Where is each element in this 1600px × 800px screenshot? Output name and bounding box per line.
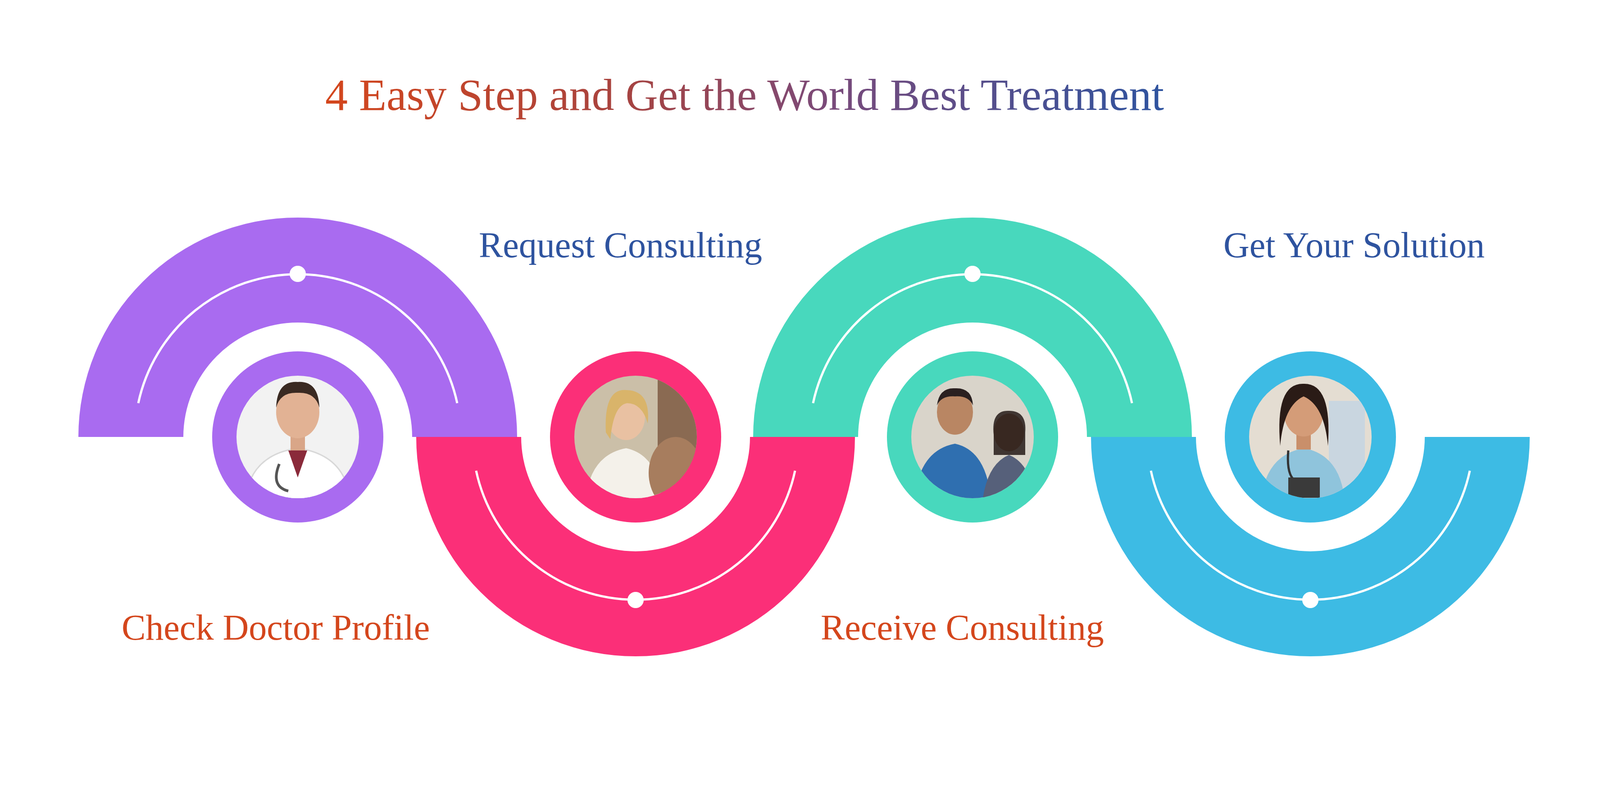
pink-band xyxy=(416,436,855,657)
nurse-photo xyxy=(909,373,1041,505)
arc-dots xyxy=(289,265,1319,609)
step-label: Check Doctor Profile xyxy=(117,604,435,651)
step-label: Get Your Solution xyxy=(1218,221,1490,269)
teal-band xyxy=(753,217,1192,437)
diagram-title: 4 Easy Step and Get the World Best Treat… xyxy=(325,68,1164,123)
blue-ring xyxy=(1224,351,1396,523)
step-title: Check Doctor Profile xyxy=(117,604,435,651)
step-label: Receive Consulting xyxy=(816,604,1109,651)
teal-ring xyxy=(886,351,1059,523)
step-label: Request Consulting xyxy=(474,221,767,269)
step-title: Request Consulting xyxy=(474,221,767,269)
consult-photo xyxy=(572,373,708,510)
step-title: Receive Consulting xyxy=(816,604,1109,651)
blue-band xyxy=(1090,436,1530,657)
pink-ring xyxy=(550,351,722,523)
white-arcs xyxy=(138,274,1470,600)
purple-ring xyxy=(212,351,384,523)
doctor-photo xyxy=(234,373,365,505)
doctor-photo xyxy=(1247,373,1379,505)
step-title: Get Your Solution xyxy=(1218,221,1490,269)
